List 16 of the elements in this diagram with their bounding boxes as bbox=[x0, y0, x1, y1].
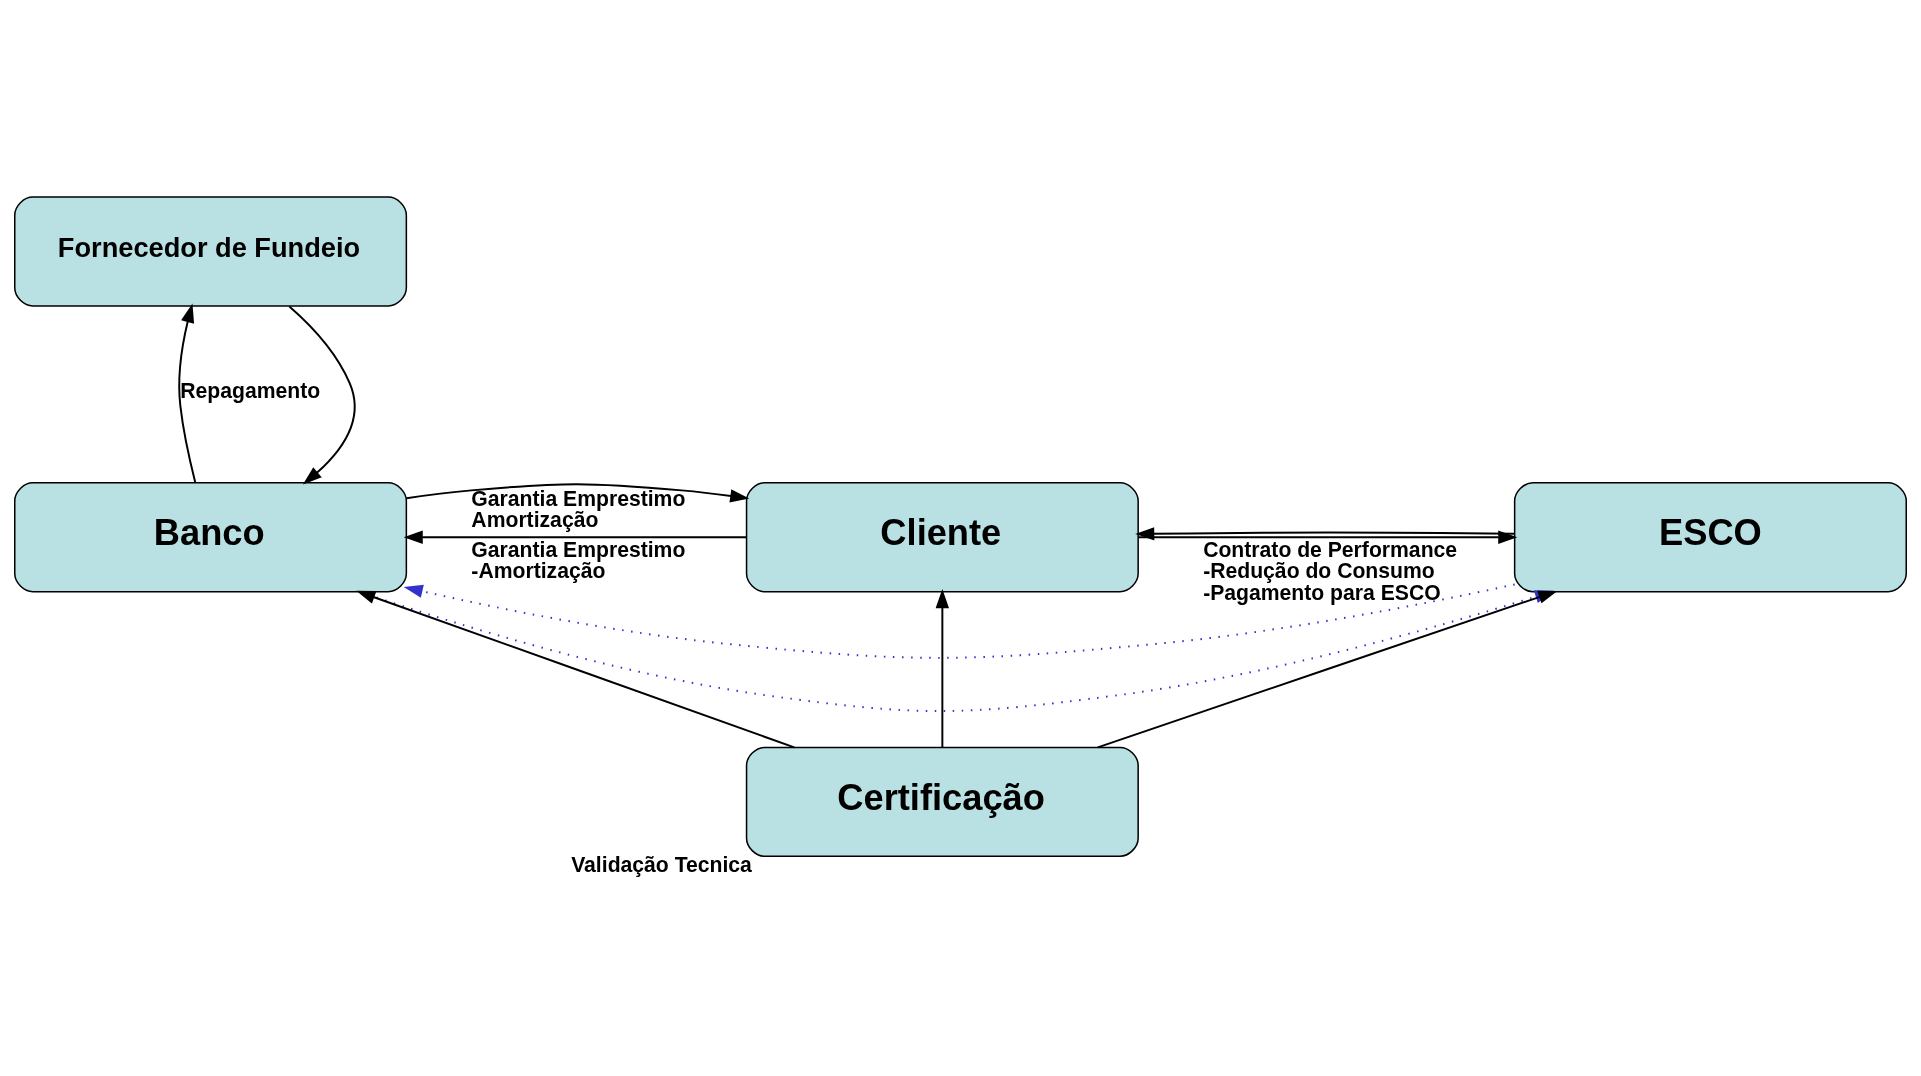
node-box: Cliente bbox=[745, 482, 1139, 593]
arrow bbox=[178, 303, 197, 484]
node-box: Fornecedor de Fundeio bbox=[14, 196, 408, 307]
arrow bbox=[356, 590, 796, 749]
node-box: Certificação bbox=[745, 746, 1139, 858]
arrow bbox=[405, 483, 750, 503]
edge-label: Garantia Emprestimo Amortização bbox=[471, 486, 686, 531]
edge-label: Garantia Emprestimo -Amortização bbox=[471, 538, 686, 583]
arrow bbox=[288, 305, 356, 485]
node-box: Banco bbox=[14, 482, 408, 593]
arrow bbox=[403, 583, 1516, 659]
arrow bbox=[935, 589, 950, 749]
node-box: ESCO bbox=[1513, 482, 1907, 593]
arrow bbox=[403, 530, 748, 544]
edge-label: Contrato de Performance -Redução do Consumo -Pagamento para ESCO bbox=[1203, 538, 1458, 604]
edge-label: Repagamento bbox=[180, 379, 321, 403]
